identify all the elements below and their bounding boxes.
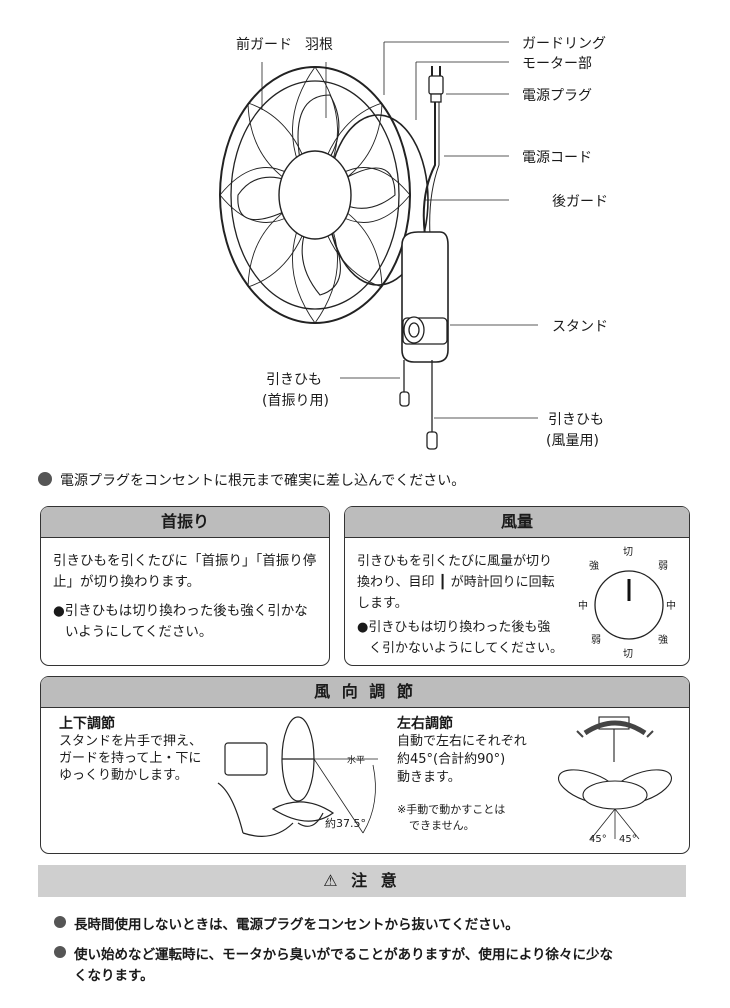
vertical-text-1: スタンドを片手で押え、 — [59, 734, 203, 749]
label-rear-guard: 後ガード — [552, 194, 608, 210]
direction-title: 風 向 調 節 — [41, 677, 689, 708]
lr-text-2: 約45°(合計約90°) — [397, 752, 506, 767]
swing-text-2: 止」が切り換わります。 — [53, 574, 201, 590]
dial-weak-bottom: 弱 — [591, 635, 601, 646]
label-pull-cord-fan: 引きひも — [548, 412, 604, 428]
lr-note-2: できません。 — [409, 819, 475, 832]
label-cord: 電源コード — [522, 150, 592, 166]
label-blade: 羽根 — [305, 37, 333, 53]
label-pull-cord-fan-use: (風量用) — [546, 433, 599, 449]
horizontal-label: 水平 — [347, 756, 366, 766]
plug-instruction: 電源プラグをコンセントに根元まで確実に差し込んでください。 — [60, 473, 466, 489]
fan-diagram — [219, 41, 538, 450]
caution-item-2a: 使い始めなど運転時に、モータから臭いがでることがありますが、使用により徐々に少な — [74, 947, 614, 963]
airflow-panel: 風量 引きひもを引くたびに風量が切り 換わり、目印 ┃ が時計回りに回転 します… — [344, 506, 690, 666]
swing-angle-left: 45° — [589, 834, 607, 845]
vertical-title: 上下調節 — [59, 716, 115, 732]
lr-note-1: ※手動で動かすことは — [397, 803, 506, 816]
swing-note-2: いようにしてください。 — [65, 624, 213, 640]
label-motor: モーター部 — [522, 56, 592, 72]
label-pull-cord-swing: 引きひも — [266, 372, 322, 388]
swing-text-1: 引きひもを引くたびに「首振り」「首振り停 — [53, 553, 317, 569]
bullet-icon — [38, 472, 52, 486]
direction-panel: 風 向 調 節 上下調節 スタンドを片手で押え、 ガードを持って上・下に ゆっく… — [40, 676, 690, 854]
caution-item-2b: くなります。 — [74, 968, 154, 984]
bullet-icon — [54, 916, 66, 928]
speed-dial — [594, 570, 664, 640]
dial-weak-top: 弱 — [658, 561, 668, 572]
dial-off-top: 切 — [623, 547, 633, 558]
dial-mid-right: 中 — [666, 601, 676, 612]
vertical-text-2: ガードを持って上・下に — [59, 751, 202, 766]
label-plug: 電源プラグ — [522, 88, 592, 104]
horizontal-swing-illustration — [558, 716, 672, 840]
lr-text-3: 動きます。 — [397, 770, 461, 785]
tilt-angle-label: 約37.5° — [325, 817, 366, 830]
label-guard-ring: ガードリング — [522, 36, 606, 52]
swing-panel: 首振り 引きひもを引くたびに「首振り」「首振り停 止」が切り換わります。 ●引き… — [40, 506, 330, 666]
label-pull-cord-swing-use: (首振り用) — [262, 393, 329, 409]
caution-item-1: 長時間使用しないときは、電源プラグをコンセントから抜いてください。 — [74, 917, 519, 933]
caution-bar: ⚠ 注 意 — [38, 865, 686, 897]
vertical-tilt-illustration — [217, 716, 378, 837]
bullet-icon — [54, 946, 66, 958]
airflow-note-2: く引かないようにしてください。 — [369, 641, 563, 656]
swing-note-1: ●引きひもは切り換わった後も強く引かな — [53, 603, 308, 619]
airflow-text-3: します。 — [357, 596, 408, 611]
airflow-text-1: 引きひもを引くたびに風量が切り — [357, 554, 553, 569]
warning-icon: ⚠ — [323, 871, 342, 890]
vertical-text-3: ゆっくり動かします。 — [59, 768, 188, 783]
label-stand: スタンド — [552, 319, 608, 335]
dial-strong-bottom: 強 — [658, 635, 668, 646]
lr-text-1: 自動で左右にそれぞれ — [397, 734, 527, 749]
dial-mid-left: 中 — [578, 601, 588, 612]
airflow-title: 風量 — [345, 507, 689, 538]
airflow-note-1: ●引きひもは切り換わった後も強 — [357, 620, 551, 635]
caution-title: 注 意 — [351, 871, 401, 890]
swing-title: 首振り — [41, 507, 329, 538]
dial-strong-top: 強 — [589, 561, 599, 572]
lr-title: 左右調節 — [397, 716, 453, 732]
swing-angle-right: 45° — [619, 834, 637, 845]
dial-off-bottom: 切 — [623, 649, 633, 660]
label-front-guard: 前ガード — [236, 37, 292, 53]
airflow-text-2: 換わり、目印 ┃ が時計回りに回転 — [357, 575, 555, 590]
